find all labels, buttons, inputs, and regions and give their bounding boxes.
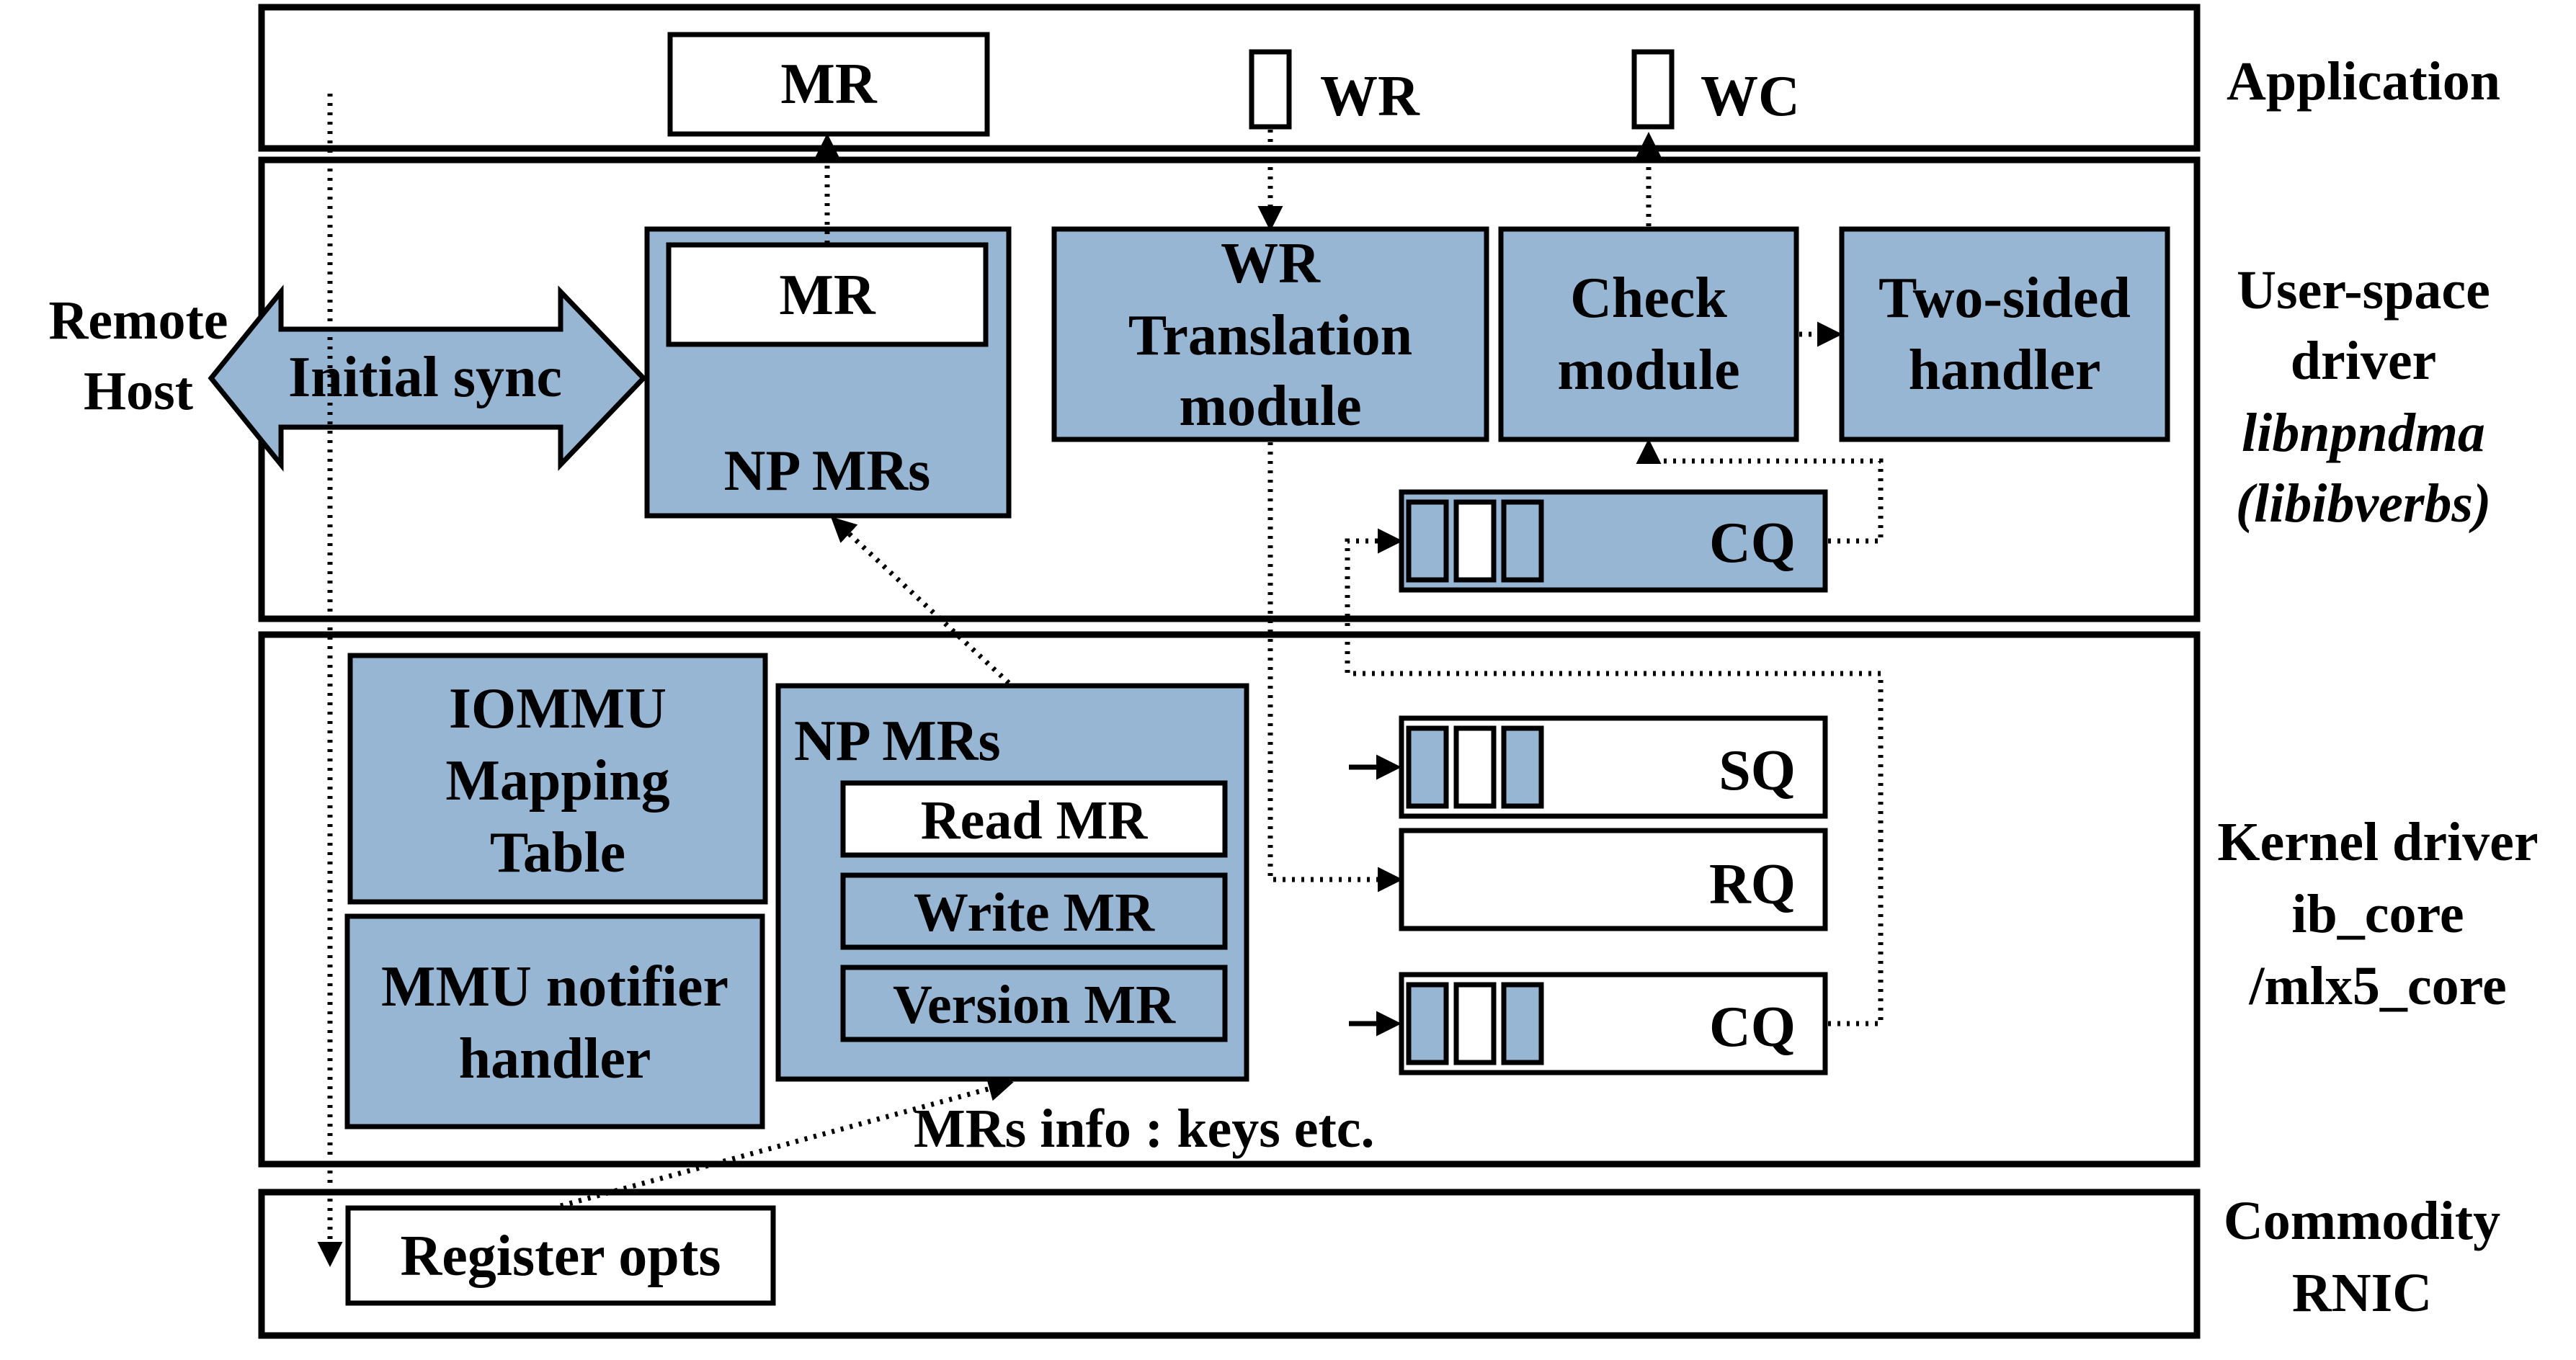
sq-slot-2 (1453, 725, 1497, 809)
sq-slot-1 (1406, 725, 1449, 809)
iommu-label-2: Mapping (445, 749, 669, 813)
version-mr-label: Version MR (893, 975, 1176, 1035)
arrow-cq-to-check (1636, 439, 1884, 544)
wr-icon (1249, 49, 1292, 130)
read-mr-label: Read MR (921, 790, 1149, 851)
label-kernel-1: Kernel driver (2217, 812, 2538, 872)
mmu-notifier-label-1: MMU notifier (381, 955, 728, 1019)
version-mr-box (840, 965, 1228, 1042)
wr-translation-label-3: module (1179, 375, 1361, 438)
label-user-space-4: (libibverbs) (2236, 473, 2492, 534)
wr-translation-label-1: WR (1221, 232, 1321, 295)
rq-queue (1399, 828, 1828, 931)
kernel-cq-slot-2 (1453, 982, 1497, 1065)
initial-sync-arrow (208, 285, 647, 472)
label-application: Application (2227, 51, 2500, 112)
wr-translation-label-2: Translation (1128, 304, 1412, 367)
user-cq-slot-1 (1406, 499, 1449, 583)
label-user-space-2: driver (2291, 331, 2437, 391)
check-module-label-2: module (1557, 339, 1739, 402)
user-cq-slot-2 (1453, 499, 1497, 583)
two-sided-label-2: handler (1909, 339, 2101, 402)
sq-slot-3 (1501, 725, 1544, 809)
app-wr-label: WR (1320, 65, 1420, 128)
iommu-mapping-table (347, 653, 768, 905)
mmu-notifier-handler (344, 913, 765, 1129)
rq-label: RQ (1709, 853, 1796, 916)
initial-sync-label: Initial sync (288, 346, 562, 409)
label-user-space-1: User-space (2237, 260, 2490, 321)
kernel-np-mrs-label: NP MRs (794, 710, 1001, 773)
sq-label: SQ (1719, 739, 1796, 802)
app-wc-label: WC (1701, 65, 1800, 128)
user-cq-label: CQ (1709, 511, 1796, 575)
write-mr-label: Write MR (914, 882, 1155, 943)
mmu-notifier-label-2: handler (459, 1027, 651, 1091)
remote-host-label-1: Remote (49, 290, 228, 351)
two-sided-label-1: Two-sided (1878, 267, 2131, 330)
user-np-mrs-label: NP MRs (724, 439, 931, 503)
register-opts-box (345, 1205, 776, 1306)
wr-translation-module (1051, 226, 1489, 442)
user-mr-label: MR (779, 264, 876, 327)
wc-icon (1631, 49, 1675, 130)
read-mr-box (840, 780, 1228, 858)
user-cq-slot-3 (1501, 499, 1544, 583)
app-mr-box (667, 32, 990, 137)
iommu-label-1: IOMMU (449, 677, 667, 741)
mrs-info-label: MRs info : keys etc. (914, 1099, 1375, 1159)
label-rnic-2: RNIC (2292, 1263, 2432, 1323)
app-mr-label: MR (780, 53, 878, 116)
kernel-cq-slot-1 (1406, 982, 1449, 1065)
arrow-kernel-np-to-user-np (830, 516, 1011, 685)
check-module-label-1: Check (1570, 267, 1727, 330)
kernel-cq-label: CQ (1709, 996, 1796, 1059)
label-user-space-3: libnpndma (2242, 403, 2485, 463)
user-mr-box (666, 242, 989, 347)
label-kernel-2: ib_core (2291, 884, 2464, 944)
application-layer (258, 4, 2201, 152)
check-module (1498, 226, 1799, 442)
iommu-label-3: Table (490, 821, 625, 885)
register-opts-label: Register opts (400, 1225, 721, 1288)
two-sided-handler (1839, 226, 2170, 442)
remote-host-label-2: Host (84, 361, 193, 421)
kernel-cq-slot-3 (1501, 982, 1544, 1065)
label-rnic-1: Commodity (2224, 1191, 2500, 1251)
arrow-register-to-np-mrs (560, 1076, 1014, 1209)
write-mr-box (840, 872, 1228, 950)
label-kernel-3: /mlx5_core (2248, 956, 2506, 1016)
